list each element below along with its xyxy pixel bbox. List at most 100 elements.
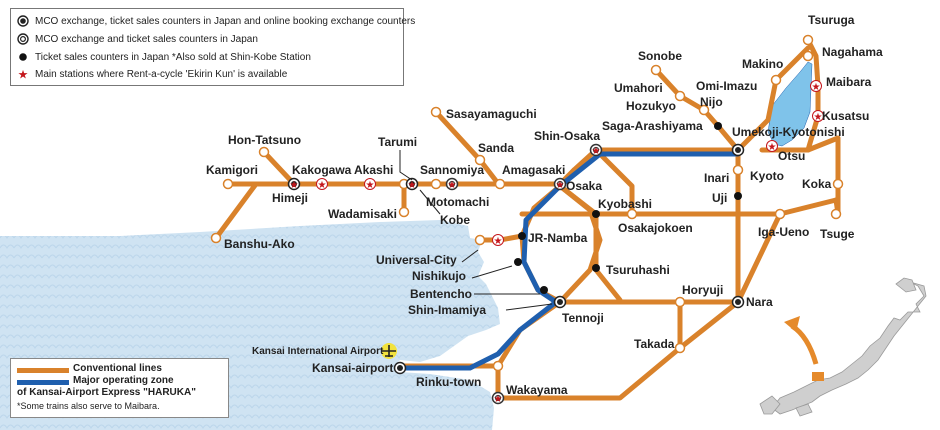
label-tennoji: Tennoji: [562, 311, 604, 325]
label-otsu: Otsu: [778, 149, 805, 163]
universal-city-marker: [474, 234, 486, 246]
nishikujo-marker: [514, 258, 522, 266]
motomachi-marker: [430, 178, 442, 190]
label-saga: Saga-Arashiyama: [602, 119, 703, 133]
legend-text-1: MCO exchange, ticket sales counters in J…: [35, 15, 416, 27]
label-iga-ueno: Iga-Ueno: [758, 225, 809, 239]
label-wadamisaki: Wadamisaki: [328, 207, 397, 221]
direction-arrow-icon: [784, 316, 800, 332]
svg-text:★: ★: [814, 112, 823, 123]
label-sannomiya: Sannomiya: [420, 163, 484, 177]
svg-text:★: ★: [592, 146, 601, 157]
label-kobe: Kobe: [440, 213, 470, 227]
label-nagahama: Nagahama: [822, 45, 883, 59]
label-sonobe: Sonobe: [638, 49, 682, 63]
legend-lines: Conventional lines Major operating zone …: [10, 358, 229, 418]
label-wakayama: Wakayama: [506, 383, 568, 397]
double-circle-icon: [17, 33, 29, 45]
haruka-line-swatch: [17, 380, 69, 385]
haruka-route: [397, 151, 741, 371]
kyobashi-marker: [592, 210, 600, 218]
red-star-icon: ★ ★ ★ ★ ★ ★ ★ ★ ★ ★ ★ ★: [290, 82, 823, 405]
label-rinku-town: Rinku-town: [416, 375, 481, 389]
sonobe-marker: [650, 64, 662, 76]
filled-circle-icon: [17, 15, 29, 27]
label-kyoto: Kyoto: [750, 169, 784, 183]
legend-haruka-2: of Kansai-Airport Express "HARUKA": [17, 387, 196, 398]
hozukyo-marker: [698, 104, 710, 116]
conventional-line-swatch: [17, 368, 69, 373]
legend-note: *Some trains also serve to Maibara.: [17, 401, 160, 411]
banshu-ako-marker: [210, 232, 222, 244]
legend-row-2: MCO exchange and ticket sales counters i…: [17, 33, 258, 45]
label-kansai-airport: Kansai-airport: [312, 361, 393, 375]
legend-text-3: Ticket sales counters in Japan *Also sol…: [35, 51, 311, 63]
star-station-markers: [316, 80, 824, 246]
sasayamaguchi-marker: [430, 106, 442, 118]
japan-inset-map: [759, 277, 927, 417]
hon-tatsuno-marker: [258, 146, 270, 158]
svg-text:★: ★: [18, 68, 29, 80]
osakajokoen-marker: [626, 208, 638, 220]
leader-lines: [399, 150, 553, 311]
red-star-icon: ★: [18, 68, 29, 80]
jr-namba-marker: [518, 232, 526, 240]
tsuruhashi-marker: [592, 264, 600, 272]
label-umahori: Umahori: [614, 81, 663, 95]
label-nishikujo: Nishikujo: [412, 269, 466, 283]
label-takada: Takada: [634, 337, 675, 351]
label-motomachi: Motomachi: [426, 195, 489, 209]
amagasaki-marker: [494, 178, 506, 190]
legend-text-2: MCO exchange and ticket sales counters i…: [35, 33, 258, 45]
legend-conventional: Conventional lines: [73, 363, 162, 374]
legend-text-4: Main stations where Rent-a-cycle 'Ekirin…: [35, 68, 288, 80]
label-sasayamaguchi: Sasayamaguchi: [446, 107, 537, 121]
uji-marker: [734, 192, 742, 200]
svg-text:★: ★: [318, 180, 327, 191]
svg-text:★: ★: [812, 82, 821, 93]
rinku-town-marker: [492, 360, 504, 372]
label-sanda: Sanda: [478, 141, 514, 155]
label-osakajokoen: Osakajokoen: [618, 221, 693, 235]
kansai-region-marker: [812, 372, 824, 381]
legend-haruka-1: Major operating zone: [73, 375, 174, 386]
label-himeji: Himeji: [272, 191, 308, 205]
makino-marker: [770, 74, 782, 86]
nijo-marker: [714, 122, 722, 130]
double-circle-markers: [445, 143, 603, 405]
label-jr-namba: JR-Namba: [528, 231, 588, 245]
label-horyuji: Horyuji: [682, 283, 723, 297]
station-labels: Tsuruga Nagahama Makino Maibara Sonobe O…: [206, 13, 883, 397]
label-kusatsu: Kusatsu: [822, 109, 869, 123]
svg-text:★: ★: [408, 180, 417, 191]
iga-ueno-marker: [774, 208, 786, 220]
svg-text:★: ★: [768, 142, 777, 153]
nagahama-marker: [802, 50, 814, 62]
legend-station-types: MCO exchange, ticket sales counters in J…: [10, 8, 415, 86]
label-nara: Nara: [746, 295, 773, 309]
label-makino: Makino: [742, 57, 783, 71]
label-inari: Inari: [704, 171, 729, 185]
label-kyobashi: Kyobashi: [598, 197, 652, 211]
svg-text:★: ★: [556, 180, 565, 191]
label-tsuruhashi: Tsuruhashi: [606, 263, 670, 277]
label-bentencho: Bentencho: [410, 287, 472, 301]
label-shin-osaka: Shin-Osaka: [534, 129, 600, 143]
tsuge-marker: [830, 208, 842, 220]
label-hozukyo: Hozukyo: [626, 99, 676, 113]
filled-circle-markers: [287, 143, 745, 375]
airplane-icon: [381, 343, 397, 359]
black-dot-icon: [19, 53, 27, 61]
label-nijo: Nijo: [700, 95, 723, 109]
label-shin-imamiya: Shin-Imamiya: [408, 303, 486, 317]
label-banshu-ako: Banshu-Ako: [224, 237, 295, 251]
label-tsuruga: Tsuruga: [808, 13, 855, 27]
legend-row-1: MCO exchange, ticket sales counters in J…: [17, 15, 415, 27]
umahori-marker: [674, 90, 686, 102]
label-kamigori: Kamigori: [206, 163, 258, 177]
label-osaka: Osaka: [566, 179, 602, 193]
legend-row-4: ★ Main stations where Rent-a-cycle 'Ekir…: [17, 68, 288, 80]
label-uji: Uji: [712, 191, 727, 205]
svg-text:★: ★: [366, 180, 375, 191]
label-kakogawa: Kakogawa: [292, 163, 352, 177]
